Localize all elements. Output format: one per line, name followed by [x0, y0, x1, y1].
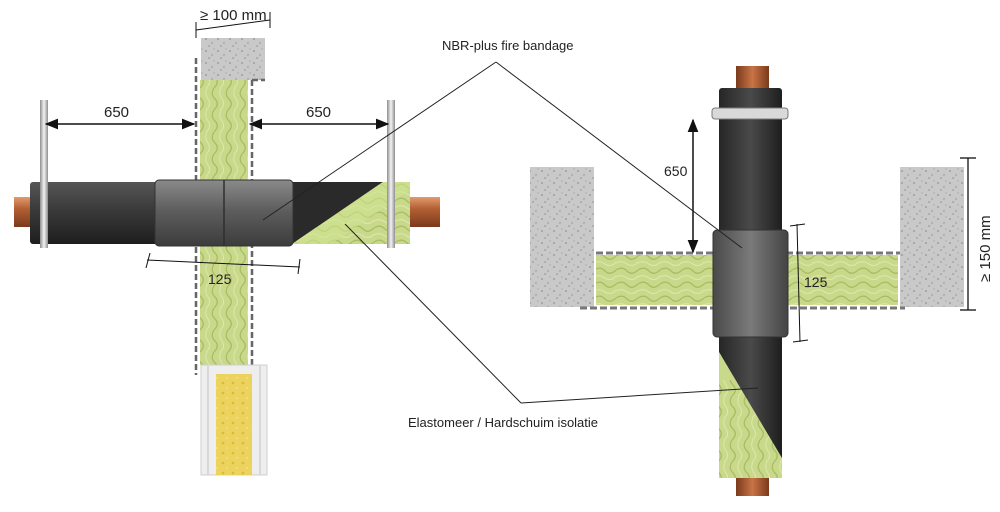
dim-line-bandage-width-right — [796, 223, 801, 343]
pipe-clamp-top — [711, 107, 789, 120]
label-distance-right: 650 — [306, 104, 331, 121]
pipe-hanger-left — [40, 100, 48, 248]
horizontal-pipe-assembly — [14, 100, 440, 248]
callout-leaders — [262, 61, 759, 404]
label-insulation-callout: Elastomeer / Hardschuim isolatie — [408, 415, 598, 430]
label-wall-thickness: ≥ 100 mm — [200, 7, 267, 24]
label-distance-left: 650 — [104, 104, 129, 121]
vertical-pipe-assembly — [711, 66, 789, 496]
label-floor-thickness: ≥ 150 mm — [977, 215, 994, 282]
wall-section — [194, 38, 268, 476]
dimension-lines-right — [687, 118, 976, 343]
floor-concrete-left — [530, 167, 594, 307]
label-bandage-width-left: 125 — [208, 271, 232, 287]
wall-concrete-top — [201, 38, 265, 80]
pipe-hanger-right — [387, 100, 395, 248]
leader-insulation-right — [520, 387, 759, 404]
floor-concrete-right — [900, 167, 964, 307]
leader-insulation-left — [344, 223, 522, 404]
dim-line-bandage-width-left — [146, 259, 301, 268]
label-bandage-callout: NBR-plus fire bandage — [442, 38, 574, 53]
dim-line-wall-thickness — [195, 19, 271, 31]
label-bandage-width-right: 125 — [804, 274, 828, 290]
fire-bandage-vertical — [712, 229, 789, 338]
leader-bandage-left — [262, 61, 497, 221]
label-distance-vertical: 650 — [664, 163, 688, 179]
dimension-lines-left — [44, 12, 390, 275]
leader-bandage-right — [495, 61, 743, 249]
wall-yellow-insulation — [216, 374, 252, 475]
